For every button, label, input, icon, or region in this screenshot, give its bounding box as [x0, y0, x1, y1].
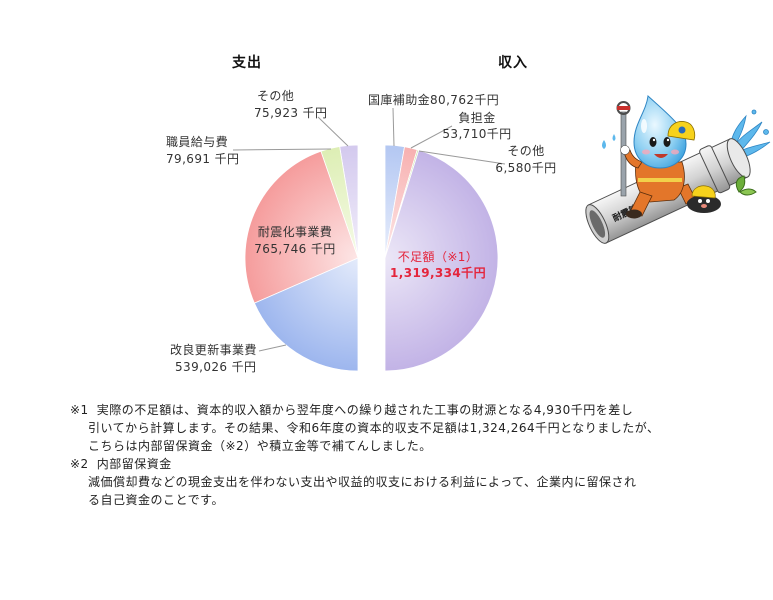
expense-label-other: その他 75,923 千円 [254, 88, 327, 122]
income-heading: 収入 [498, 55, 528, 71]
slice-value: 1,319,334千円 [390, 266, 486, 280]
plant-icon [735, 175, 757, 196]
expense-label-renewal-works: 改良更新事業費 539,026 千円 [170, 342, 257, 376]
leader-lines [232, 107, 506, 352]
expense-heading: 支出 [232, 55, 262, 71]
footnote-text: 実際の不足額は、資本的収入額から翌年度への繰り越された工事の財源となる4,930… [96, 403, 634, 417]
slice-label: 負担金 [458, 111, 496, 125]
helmet-icon [667, 121, 696, 141]
slice-value: 539,026 千円 [175, 360, 257, 374]
slice-value: 75,923 千円 [254, 106, 328, 120]
slice-value: 79,691 千円 [166, 152, 240, 166]
income-label-other: その他 6,580千円 [490, 143, 562, 177]
slice-label: 職員給与費 [166, 135, 229, 149]
footnote-2-line-1: 減価償却費などの現金支出を伴わない支出や収益的収支における利益によって、企業内に… [88, 475, 637, 489]
footnote-1-line-3: こちらは内部留保資金（※2）や積立金等で補てんしました。 [88, 439, 432, 453]
leader-line-staff-salary [232, 148, 332, 151]
footnote-2-line-2: る自己資金のことです。 [88, 493, 224, 507]
slice-value: 765,746 千円 [254, 242, 336, 256]
income-label-contribution: 負担金 53,710千円 [432, 110, 522, 142]
footnote-heading: 内部留保資金 [96, 457, 172, 471]
water-drops-icon [602, 134, 616, 149]
expense-slice-seismic-works [244, 150, 359, 304]
footnote-mark: ※2 [70, 457, 89, 471]
slice-label: その他 [507, 144, 545, 158]
income-label-shortfall: 不足額（※1） 1,319,334千円 [390, 249, 486, 281]
expense-half-pie [244, 144, 359, 372]
slice-label: 改良更新事業費 [170, 343, 257, 357]
mole-character [687, 185, 721, 213]
footnote-2-heading: ※2 内部留保資金 [70, 455, 172, 473]
slice-label: 不足額（※1） [397, 250, 479, 264]
leader-line-contribution [410, 125, 453, 149]
slice-label: 国庫補助金 [368, 93, 431, 107]
slice-value: 6,580千円 [495, 161, 557, 175]
slice-label: その他 [257, 89, 295, 103]
income-slice-shortfall [384, 149, 499, 372]
leader-line-renewal-works [258, 344, 287, 352]
footnote-mark: ※1 [70, 403, 89, 417]
expense-label-staff-salary: 職員給与費 79,691 千円 [166, 134, 239, 168]
leader-line-national-subsidy [392, 107, 395, 147]
expense-label-seismic-works: 耐震化事業費 765,746 千円 [248, 224, 342, 258]
footnote-1-line-2: 引いてから計算します。その結果、令和6年度の資本的収支不足額は1,324,264… [88, 421, 660, 435]
income-half-pie [384, 144, 499, 372]
leader-line-income-other [418, 150, 506, 165]
slice-label: 耐震化事業費 [257, 225, 333, 239]
mascot-illustration: 耐震管 [585, 94, 771, 244]
footnote-1-line-1: ※1 実際の不足額は、資本的収入額から翌年度への繰り越された工事の財源となる4,9… [70, 401, 633, 419]
leader-line-expense-other [317, 116, 349, 147]
expense-slice-renewal-works [253, 257, 359, 372]
income-label-national-subsidy: 国庫補助金80,762千円 [368, 92, 499, 109]
slice-value: 53,710千円 [442, 127, 512, 141]
slice-value: 80,762千円 [430, 93, 500, 107]
